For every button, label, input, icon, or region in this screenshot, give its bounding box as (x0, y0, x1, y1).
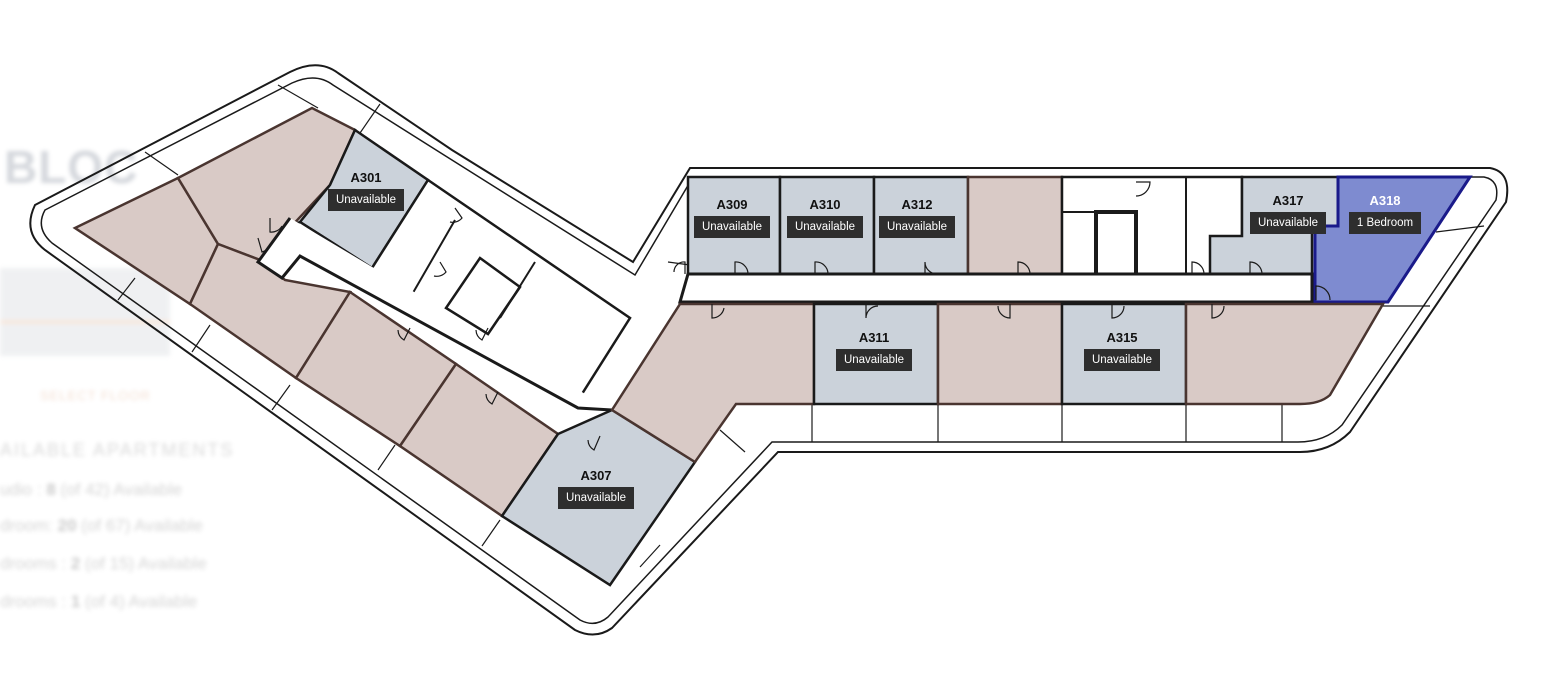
balcony-dividers (117, 84, 1485, 568)
unit-a313[interactable] (966, 175, 1064, 276)
unit-code: A311 (858, 330, 890, 345)
core-east (1060, 175, 1244, 276)
unit-label-a301[interactable]: A301 Unavailable (318, 170, 414, 211)
unit-a316[interactable] (1184, 302, 1386, 406)
east-wing-south (610, 302, 1386, 464)
mini-floor-indicator (0, 320, 170, 324)
availability-row: drooms : 1 (of 4) Available (0, 592, 198, 611)
unit-code: A318 (1369, 193, 1401, 208)
unit-code: A312 (901, 197, 933, 212)
unit-status-badge: Unavailable (835, 349, 913, 371)
unit-label-a318[interactable]: A318 1 Bedroom (1338, 193, 1432, 234)
unit-status-badge: Unavailable (1249, 212, 1327, 234)
unit-code: A317 (1272, 193, 1304, 208)
unit-status-badge: Unavailable (1083, 349, 1161, 371)
unit-code: A309 (716, 197, 748, 212)
west-wing (72, 106, 697, 587)
unit-code: A310 (809, 197, 841, 212)
available-apartments-heading: AILABLE APARTMENTS (0, 440, 235, 460)
unit-label-a311[interactable]: A311 Unavailable (822, 330, 926, 371)
block-title: BLOC (4, 141, 139, 193)
unit-a314[interactable] (936, 302, 1064, 406)
availability-row: droom: 20 (of 67) Available (0, 516, 203, 535)
stair-west (444, 256, 522, 336)
availability-row: udio : 8 (of 42) Available (0, 480, 183, 499)
unit-label-a309[interactable]: A309 Unavailable (686, 197, 778, 238)
unit-status-badge: Unavailable (327, 189, 405, 211)
unit-status-badge: 1 Bedroom (1348, 212, 1422, 234)
unit-status-badge: Unavailable (786, 216, 864, 238)
floor-info-panel: BLOC SELECT FLOOR AILABLE APARTMENTS udi… (0, 0, 300, 640)
availability-row: drooms : 2 (of 15) Available (0, 554, 207, 573)
mini-floor-map[interactable] (0, 268, 170, 356)
select-floor-link[interactable]: SELECT FLOOR (40, 388, 151, 403)
corridor-east (678, 272, 1314, 304)
unit-status-badge: Unavailable (878, 216, 956, 238)
unit-code: A301 (350, 170, 382, 185)
unit-label-a317[interactable]: A317 Unavailable (1240, 193, 1336, 234)
unit-label-a307[interactable]: A307 Unavailable (544, 468, 648, 509)
unit-a318[interactable] (1313, 175, 1473, 304)
corridor-west (255, 217, 613, 412)
unit-code: A307 (580, 468, 612, 483)
unit-status-badge: Unavailable (557, 487, 635, 509)
unit-status-badge: Unavailable (693, 216, 771, 238)
unit-label-a315[interactable]: A315 Unavailable (1070, 330, 1174, 371)
unit-label-a310[interactable]: A310 Unavailable (778, 197, 872, 238)
building-outline (29, 64, 1509, 636)
door-swings (257, 181, 1331, 451)
unit-code: A315 (1106, 330, 1138, 345)
unit-label-a312[interactable]: A312 Unavailable (870, 197, 964, 238)
